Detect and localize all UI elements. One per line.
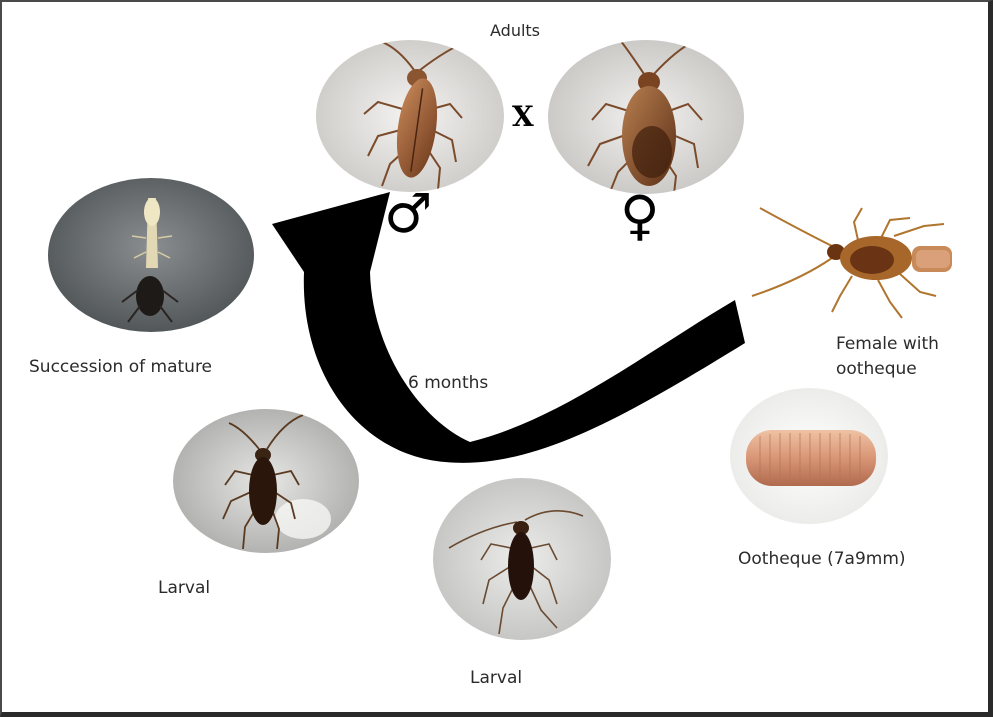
photo-mature — [48, 178, 254, 332]
larval-left-image — [173, 409, 359, 553]
photo-larval-left — [173, 409, 359, 553]
label-ootheque: Ootheque (7a9mm) — [738, 548, 906, 571]
label-larval-bottom: Larval — [470, 667, 522, 690]
photo-female-with-ootheque — [740, 200, 960, 325]
mature-nymph-image — [48, 178, 254, 332]
larval-bottom-image — [433, 478, 611, 640]
ootheque-image — [730, 388, 888, 524]
label-larval-left: Larval — [158, 577, 210, 600]
label-female-with: Female with — [836, 333, 939, 356]
label-mature: Succession of mature — [29, 356, 212, 379]
label-duration: 6 months — [408, 372, 488, 395]
label-ootheque-word: ootheque — [836, 358, 917, 381]
photo-ootheque — [730, 388, 888, 524]
photo-larval-bottom — [433, 478, 611, 640]
